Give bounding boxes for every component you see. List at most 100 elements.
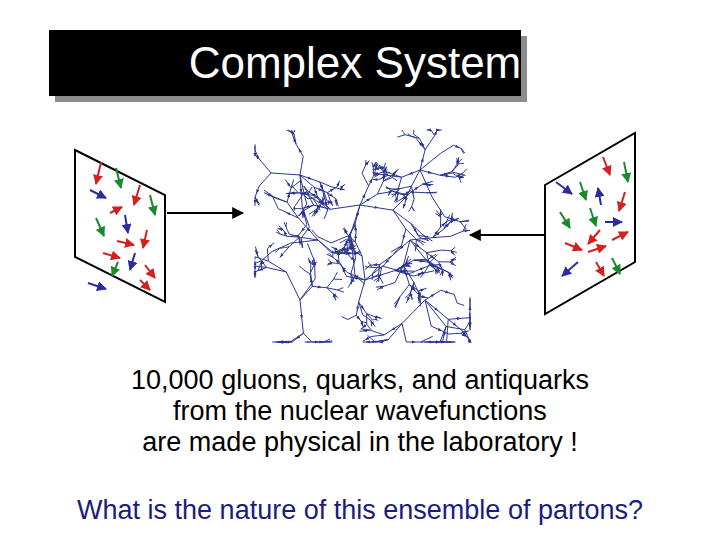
parton-branch bbox=[406, 229, 417, 239]
parton-branch bbox=[371, 335, 384, 337]
parton-branch bbox=[426, 250, 441, 253]
parton-branch bbox=[368, 335, 376, 342]
parton-branch bbox=[359, 302, 363, 315]
parton-arrows bbox=[556, 157, 628, 276]
parton-branch bbox=[380, 167, 384, 172]
parton-branch bbox=[400, 285, 409, 297]
parton-branch bbox=[393, 191, 402, 194]
parton-branch bbox=[339, 264, 347, 273]
parton-branch bbox=[420, 138, 426, 149]
parton-branch bbox=[452, 173, 459, 177]
parton-branch bbox=[318, 240, 333, 253]
parton-branch bbox=[401, 229, 405, 246]
parton-branch bbox=[468, 339, 469, 342]
parton-branch bbox=[441, 290, 454, 294]
parton-branch bbox=[278, 342, 282, 343]
parton-branch bbox=[395, 260, 414, 270]
parton-branch bbox=[312, 286, 327, 287]
parton-branch bbox=[447, 319, 449, 342]
parton-branch bbox=[367, 314, 373, 320]
parton-branch bbox=[377, 181, 383, 194]
parton-branch bbox=[409, 207, 412, 212]
parton-branch bbox=[405, 293, 410, 298]
parton-branch bbox=[452, 165, 458, 172]
nucleus-sheet bbox=[545, 133, 635, 314]
parton-branch bbox=[309, 192, 318, 197]
parton-branch bbox=[420, 238, 429, 241]
parton-branch bbox=[431, 326, 449, 334]
parton-branch bbox=[400, 186, 412, 189]
parton-branch bbox=[359, 330, 370, 331]
parton-branch bbox=[442, 326, 446, 342]
parton-branch bbox=[440, 217, 441, 227]
parton-branch bbox=[255, 261, 256, 266]
parton-branch bbox=[448, 318, 469, 320]
parton-branch bbox=[331, 247, 338, 251]
parton-branch bbox=[255, 197, 256, 206]
parton-branch bbox=[465, 321, 470, 329]
parton-branch bbox=[470, 297, 471, 309]
parton-branch bbox=[310, 250, 314, 261]
parton-branch bbox=[418, 295, 419, 303]
parton-branch bbox=[402, 170, 420, 177]
parton-branch bbox=[324, 210, 328, 219]
parton-branch bbox=[425, 300, 448, 319]
parton-branch bbox=[392, 240, 410, 256]
parton-branch bbox=[373, 162, 376, 167]
parton-branch bbox=[440, 173, 452, 175]
parton-branch bbox=[397, 135, 405, 137]
parton-cascade bbox=[255, 130, 470, 342]
parton-branch bbox=[384, 167, 387, 172]
parton-branch bbox=[271, 173, 300, 175]
parton-branch bbox=[425, 300, 446, 326]
parton-arrows bbox=[88, 162, 155, 290]
statement-text: 10,000 gluons, quarks, and antiquarks fr… bbox=[60, 365, 660, 458]
parton-branch bbox=[440, 172, 452, 176]
parton-branch bbox=[410, 293, 412, 299]
parton-branch bbox=[393, 210, 406, 229]
parton-branch bbox=[333, 294, 336, 301]
parton-branch bbox=[327, 193, 330, 201]
parton-branch bbox=[288, 192, 298, 193]
parton-branch bbox=[384, 163, 385, 168]
parton-branch bbox=[365, 160, 366, 165]
parton-branch bbox=[392, 169, 398, 175]
parton-branch bbox=[437, 130, 442, 131]
parton-branch bbox=[369, 175, 374, 186]
parton-branch bbox=[392, 194, 395, 198]
parton-branch bbox=[289, 234, 299, 237]
parton-branch bbox=[402, 300, 425, 323]
parton-branch bbox=[386, 188, 392, 189]
parton-branch bbox=[353, 258, 355, 276]
parton-branch bbox=[470, 321, 471, 330]
parton-branch bbox=[296, 144, 303, 156]
parton-branch bbox=[380, 342, 381, 343]
parton-branch bbox=[440, 175, 455, 177]
parton-branch bbox=[356, 302, 358, 315]
parton-branch bbox=[383, 175, 392, 181]
parton-branch bbox=[318, 237, 331, 243]
parton-branch bbox=[380, 342, 381, 343]
parton-branch bbox=[419, 295, 421, 303]
parton-branch bbox=[397, 265, 405, 270]
parton-branch bbox=[461, 331, 469, 333]
parton-branch bbox=[457, 158, 458, 165]
parton-branch bbox=[302, 194, 307, 199]
parton-branch bbox=[291, 240, 318, 243]
parton-branch bbox=[301, 238, 303, 248]
beam-arrow bbox=[167, 212, 243, 214]
parton-branch bbox=[300, 156, 303, 175]
parton-branch bbox=[384, 283, 395, 287]
parton-branch bbox=[437, 130, 439, 131]
parton-branch bbox=[459, 177, 461, 182]
parton-branch bbox=[308, 197, 318, 199]
parton-branch bbox=[433, 236, 451, 237]
parton-branch bbox=[356, 315, 361, 321]
parton-branch bbox=[408, 272, 414, 274]
parton-branch bbox=[255, 197, 260, 204]
parton-branch bbox=[309, 209, 317, 215]
parton-branch bbox=[391, 193, 395, 195]
parton-branch bbox=[255, 197, 259, 205]
parton-branch bbox=[460, 220, 469, 222]
parton-branch bbox=[355, 231, 357, 242]
